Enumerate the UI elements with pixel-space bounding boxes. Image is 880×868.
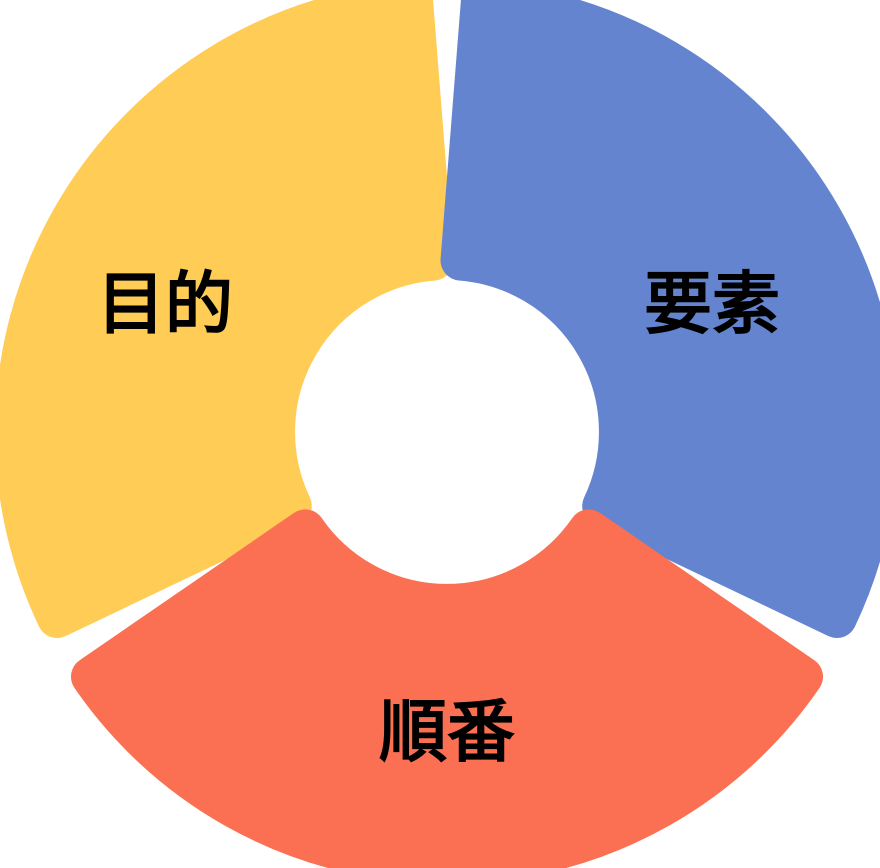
segment-purpose [0, 0, 454, 638]
segment-order [71, 509, 823, 868]
label-purpose: 目的 [97, 266, 233, 345]
segment-elements [440, 0, 880, 638]
label-elements: 要素 [644, 266, 780, 345]
label-order: 順番 [379, 694, 515, 773]
